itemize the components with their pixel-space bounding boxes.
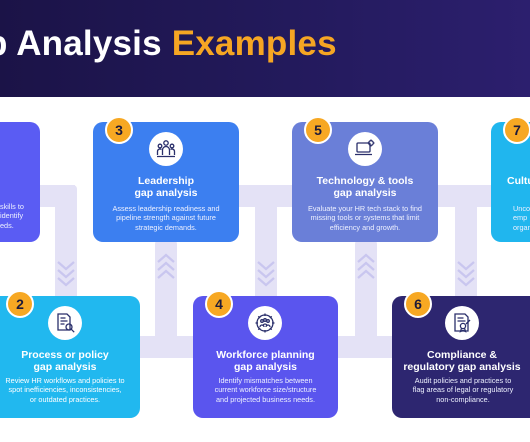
card-2-title: Process or policy gap analysis <box>21 349 109 373</box>
card-4-title: Workforce planning gap analysis <box>216 349 315 373</box>
card-7-title: Cultu <box>507 175 530 187</box>
workforce-gear-icon <box>248 306 282 340</box>
card-3-title: Leadership gap analysis <box>134 175 198 199</box>
step-badge-3: 3 <box>105 116 133 144</box>
page-title: p Analysis Examples <box>0 24 337 63</box>
card-6-description: Audit policies and practices to flag are… <box>412 376 514 404</box>
document-search-icon <box>48 306 82 340</box>
header-banner: p Analysis Examples <box>0 0 530 97</box>
step-badge-6: 6 <box>404 290 432 318</box>
card-1: skills to identify eds. <box>0 122 40 242</box>
step-badge-4: 4 <box>205 290 233 318</box>
leadership-team-icon <box>149 132 183 166</box>
card-6-title: Compliance & regulatory gap analysis <box>403 349 521 373</box>
card-4-description: Identify mismatches between current work… <box>214 376 317 404</box>
step-badge-5: 5 <box>304 116 332 144</box>
card-1-description: skills to identify eds. <box>0 202 24 230</box>
step-badge-2: 2 <box>6 290 34 318</box>
card-5-title: Technology & tools gap analysis <box>316 175 414 199</box>
card-7-description: Uncov emp organ <box>513 204 530 232</box>
card-2-description: Review HR workflows and policies to spot… <box>5 376 125 404</box>
card-3-description: Assess leadership readiness and pipeline… <box>112 204 220 232</box>
card-4: Workforce planning gap analysis Identify… <box>193 296 338 418</box>
step-badge-7: 7 <box>503 116 530 144</box>
compliance-certificate-icon <box>445 306 479 340</box>
card-5-description: Evaluate your HR tech stack to find miss… <box>308 204 422 232</box>
laptop-gear-icon <box>348 132 382 166</box>
